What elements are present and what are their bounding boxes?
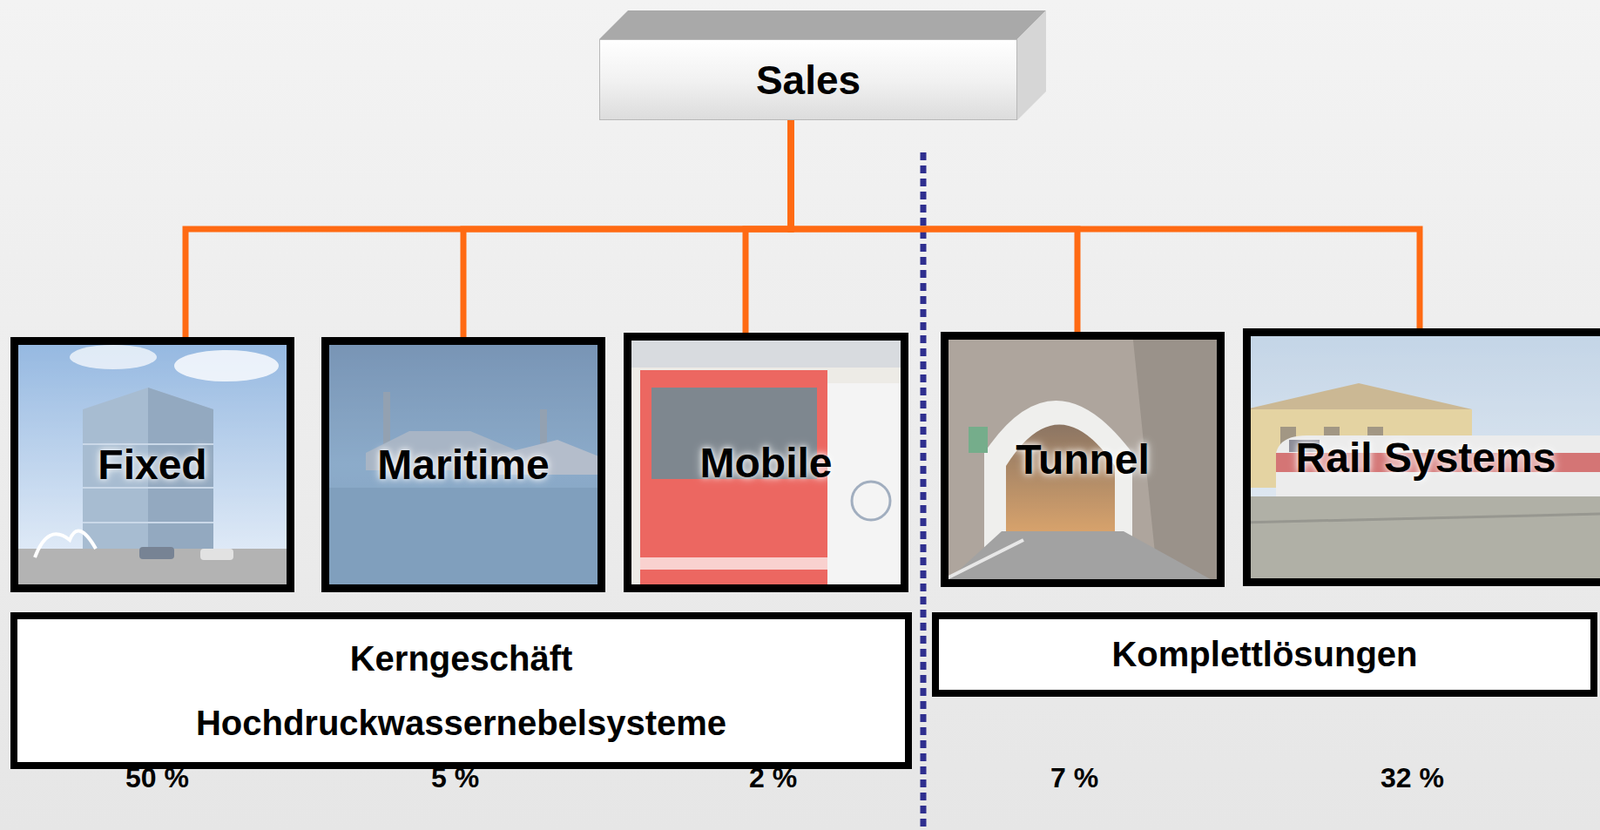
- box-label: Mobile: [700, 438, 833, 487]
- maritime-photo: [321, 337, 606, 593]
- rail-photo: [1242, 328, 1600, 587]
- mobile-photo: [623, 332, 909, 593]
- box-label: Rail Systems: [1296, 433, 1557, 482]
- tunnel-photo: [940, 331, 1225, 588]
- share-percent: 32 %: [1380, 762, 1445, 795]
- box-label: Fixed: [97, 440, 207, 489]
- org-connector: [745, 120, 791, 333]
- box-side: [1017, 10, 1047, 121]
- box-label: Sales: [756, 56, 861, 104]
- box-top: [599, 10, 1047, 40]
- segment-box: Fixed: [10, 337, 295, 593]
- share-percent: 2 %: [749, 762, 797, 795]
- group-band: Komplettlösungen: [931, 612, 1598, 697]
- group-band: KerngeschäftHochdruckwassernebelsysteme: [10, 612, 912, 770]
- share-percent: 5 %: [431, 762, 480, 795]
- box-label: Kerngeschäft: [350, 639, 574, 679]
- segment-box: Rail Systems: [1242, 328, 1600, 587]
- title-box: Sales: [599, 39, 1018, 121]
- segment-box: Mobile: [623, 332, 909, 593]
- divider-line: [920, 152, 927, 830]
- box-label: Tunnel: [1015, 435, 1150, 484]
- box-label: Komplettlösungen: [1111, 634, 1418, 675]
- org-connector: [185, 120, 791, 338]
- fixed-photo: [10, 337, 295, 593]
- org-connector: [790, 120, 1420, 329]
- share-percent: 7 %: [1050, 762, 1099, 795]
- box-label: Maritime: [377, 440, 549, 489]
- org-connector: [463, 120, 791, 338]
- segment-box: Tunnel: [940, 331, 1225, 588]
- box-label: Hochdruckwassernebelsysteme: [195, 703, 727, 743]
- share-percent: 50 %: [125, 762, 190, 795]
- segment-box: Maritime: [321, 337, 606, 593]
